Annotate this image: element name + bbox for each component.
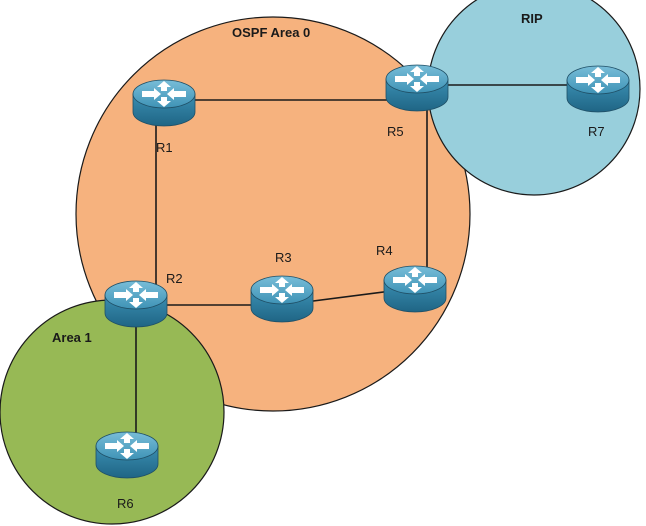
- router-icon: [383, 265, 447, 313]
- router-icon: [385, 64, 449, 112]
- router-label: R1: [156, 140, 173, 155]
- router-icon: [95, 431, 159, 479]
- router-label: R5: [387, 124, 404, 139]
- router-label: R3: [275, 250, 292, 265]
- router-r7[interactable]: R7: [566, 65, 630, 139]
- rip-label: RIP: [521, 11, 543, 26]
- router-icon: [104, 280, 168, 328]
- router-r2[interactable]: R2: [104, 271, 183, 328]
- router-r5[interactable]: R5: [385, 64, 449, 139]
- router-label: R4: [376, 243, 393, 258]
- router-label: R6: [117, 496, 134, 511]
- router-icon: [132, 79, 196, 127]
- router-r4[interactable]: R4: [376, 243, 447, 313]
- router-icon: [250, 275, 314, 323]
- router-label: R2: [166, 271, 183, 286]
- router-r3[interactable]: R3: [250, 250, 314, 323]
- router-r6[interactable]: R6: [95, 431, 159, 511]
- area1-label: Area 1: [52, 330, 92, 345]
- router-r1[interactable]: R1: [132, 79, 196, 155]
- router-label: R7: [588, 124, 605, 139]
- ospf-area0-label: OSPF Area 0: [232, 25, 310, 40]
- area1-region: [0, 299, 225, 525]
- router-icon: [566, 65, 630, 113]
